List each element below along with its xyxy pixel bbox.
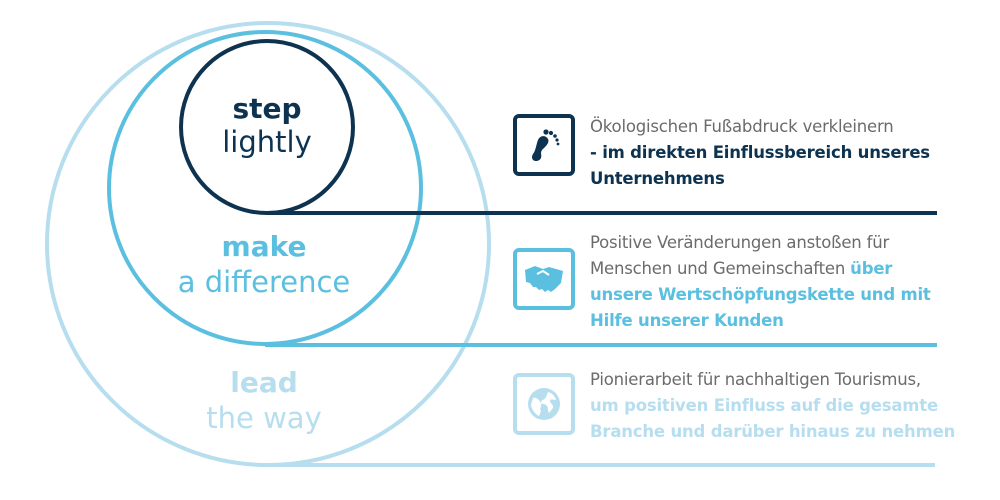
step-label: step bbox=[232, 92, 301, 125]
lead-label: lead bbox=[230, 366, 298, 399]
the-way-label: the way bbox=[206, 401, 321, 435]
item-lead-the-way: Pionierarbeit für nachhaltigen Tourismus… bbox=[590, 370, 956, 441]
make-label: make bbox=[222, 230, 307, 263]
difference-label: a difference bbox=[178, 265, 351, 299]
item-make-a-difference: Positive Veränderungen anstoßen für Mens… bbox=[590, 233, 931, 330]
handshake-icon bbox=[513, 248, 575, 310]
footprint-icon bbox=[513, 114, 575, 176]
globe-icon bbox=[513, 373, 575, 435]
lightly-label: lightly bbox=[222, 125, 312, 159]
item-step-lightly: Ökologischen Fußabdruck verkleinern - im… bbox=[590, 117, 930, 188]
